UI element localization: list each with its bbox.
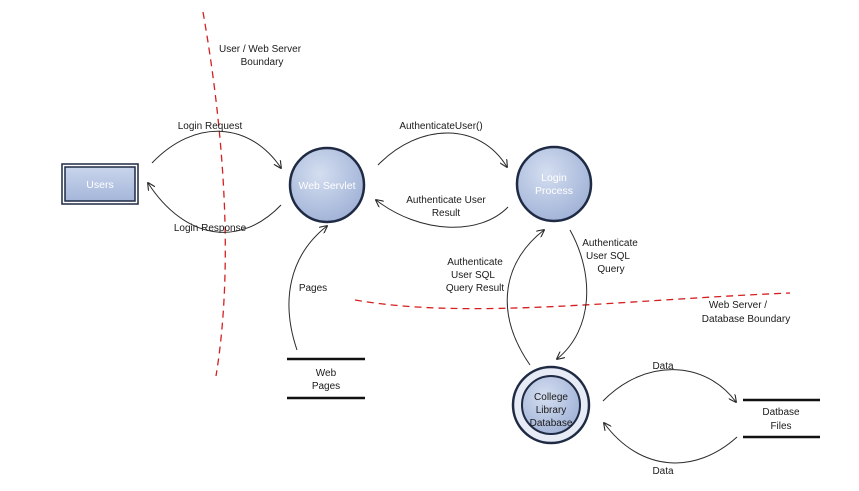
auth-sql-query-label-line2: User SQL (586, 251, 630, 262)
authenticate-user-result-label-line1: Authenticate User (406, 195, 486, 206)
pages-arrow (288, 226, 327, 351)
web-db-boundary-label-line1: Web Server / (709, 300, 767, 311)
database-files-label-line1: Datbase (762, 407, 800, 418)
login-response-label: Login Response (174, 223, 247, 234)
college-db-label-line1: College (534, 392, 568, 403)
pages-label: Pages (299, 283, 327, 294)
authenticate-user-result-label-line2: Result (432, 208, 461, 219)
web-servlet-label: Web Servlet (299, 180, 356, 192)
auth-sql-query-label-line1: Authenticate (582, 238, 638, 249)
web-db-boundary-label-line2: Database Boundary (702, 314, 790, 325)
auth-sql-query-label-line3: Query (597, 264, 624, 275)
user-web-boundary-line (202, 11, 226, 377)
login-process-label-line1: Login (541, 172, 567, 184)
authenticate-user-label: AuthenticateUser() (399, 121, 482, 132)
login-response-arrow (148, 183, 282, 233)
login-process[interactable]: Login Process (515, 145, 593, 223)
user-web-boundary-label-line1: User / Web Server (219, 44, 302, 55)
web-db-boundary-line (354, 292, 791, 310)
auth-sql-query-result-arrow (506, 230, 544, 366)
login-request-arrow (151, 130, 281, 168)
users-entity[interactable]: Users (61, 163, 139, 205)
web-servlet-process[interactable]: Web Servlet (288, 146, 366, 224)
auth-sql-query-arrow (557, 229, 588, 359)
auth-sql-query-result-label-line1: Authenticate (447, 257, 503, 268)
college-db-label-line3: Database (530, 418, 573, 429)
authenticate-user-result-arrow (376, 200, 509, 228)
data-out-label: Data (652, 361, 674, 372)
web-pages-store[interactable]: Web Pages (287, 357, 365, 400)
college-library-database[interactable]: College Library Database (511, 365, 591, 445)
auth-sql-query-result-label-line3: Query Result (446, 283, 505, 294)
data-in-arrow (604, 423, 738, 464)
web-pages-label-line2: Pages (312, 381, 340, 392)
user-web-boundary-label-line2: Boundary (241, 57, 284, 68)
database-files-label-line2: Files (770, 421, 791, 432)
web-pages-label-line1: Web (316, 368, 337, 379)
data-out-arrow (602, 369, 736, 402)
auth-sql-query-result-label-line2: User SQL (451, 270, 495, 281)
users-label: Users (86, 179, 113, 191)
data-in-label: Data (652, 466, 674, 477)
login-process-label-line2: Process (535, 185, 573, 197)
database-files-store[interactable]: Datbase Files (743, 398, 820, 439)
college-db-label-line2: Library (536, 405, 567, 416)
login-request-label: Login Request (178, 121, 243, 132)
authenticate-user-arrow (377, 132, 507, 167)
